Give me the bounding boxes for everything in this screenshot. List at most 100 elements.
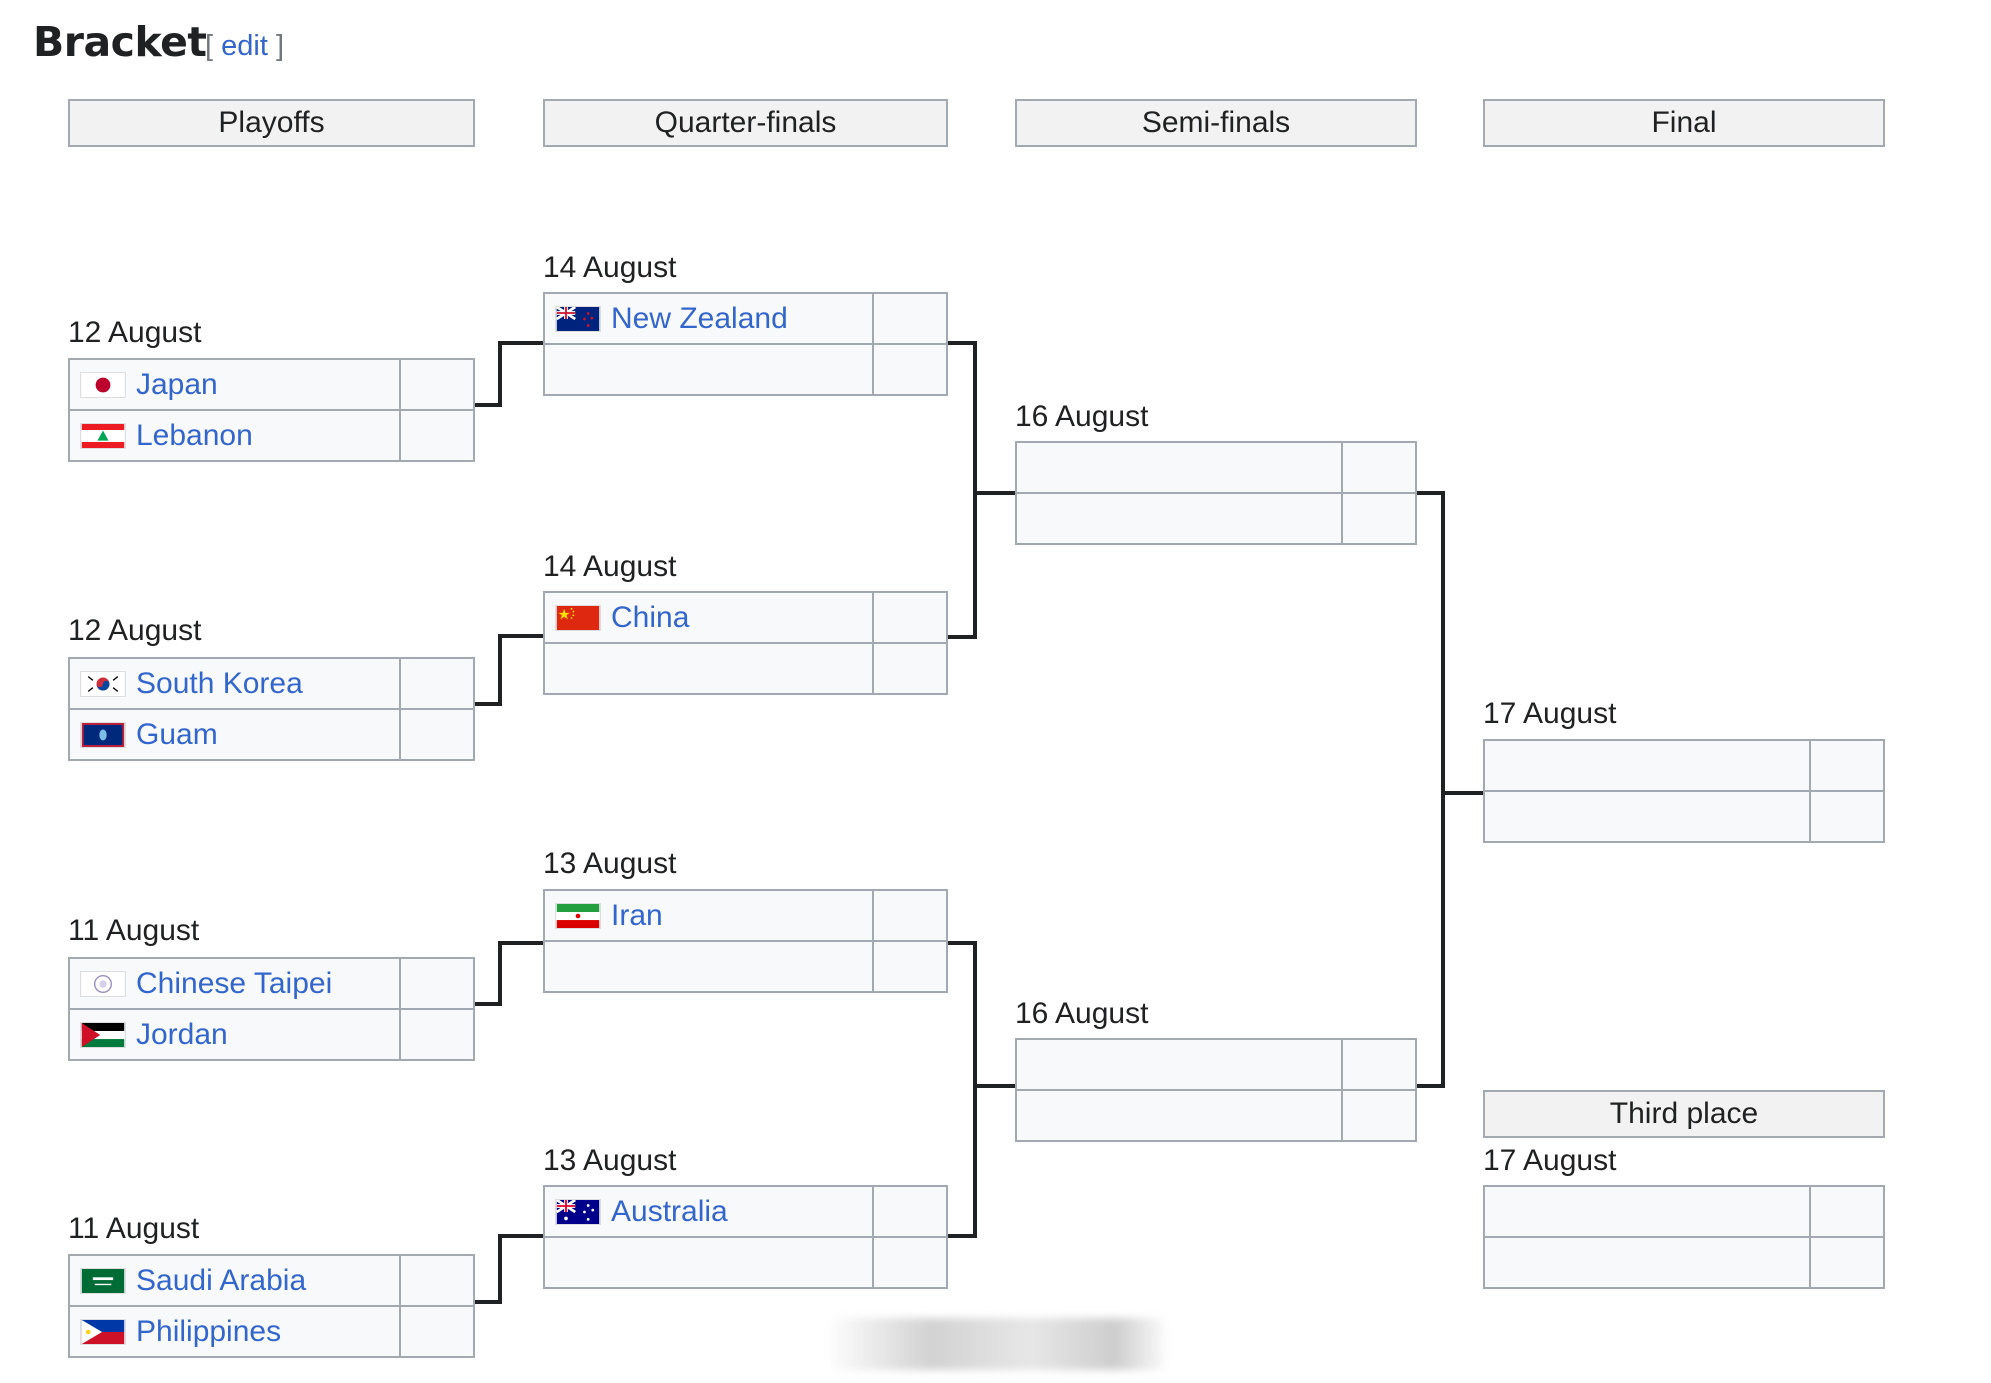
- match-final: [1483, 739, 1885, 843]
- team-row: Chinese Taipei: [70, 959, 473, 1008]
- match-playoff-1: Japan Lebanon: [68, 358, 475, 462]
- team-cell: South Korea: [70, 659, 401, 708]
- edit-link[interactable]: edit: [221, 30, 268, 62]
- team-row: [545, 1236, 946, 1287]
- team-cell: Jordan: [70, 1010, 401, 1059]
- team-link-guam[interactable]: Guam: [136, 717, 218, 751]
- match-date: 11 August: [68, 914, 200, 947]
- team-cell: New Zealand: [545, 294, 874, 343]
- team-row: [1017, 1089, 1415, 1140]
- team-link-south-korea[interactable]: South Korea: [136, 666, 303, 700]
- score-cell: [401, 1307, 473, 1356]
- connector-playoff-4: [475, 1234, 543, 1304]
- score-cell: [1811, 1238, 1883, 1287]
- team-row: Guam: [70, 708, 473, 759]
- team-cell: [545, 942, 874, 991]
- team-link-china[interactable]: China: [611, 600, 690, 634]
- round-header-final: Final: [1483, 99, 1885, 147]
- score-cell: [1343, 494, 1415, 543]
- team-row: [545, 940, 946, 991]
- team-row: New Zealand: [545, 294, 946, 343]
- score-cell: [874, 294, 946, 343]
- round-header-playoffs: Playoffs: [68, 99, 475, 147]
- match-date: 16 August: [1015, 400, 1149, 433]
- team-link-philippines[interactable]: Philippines: [136, 1314, 282, 1348]
- saudi-arabia-flag-icon: [80, 1267, 126, 1294]
- match-date: 13 August: [543, 847, 677, 880]
- score-cell: [401, 1256, 473, 1305]
- score-cell: [874, 593, 946, 642]
- match-quarterfinal-2: China: [543, 591, 948, 695]
- connector-qf-3-4: [948, 941, 977, 1238]
- team-link-lebanon[interactable]: Lebanon: [136, 418, 253, 452]
- team-cell: [1485, 1238, 1811, 1287]
- score-cell: [401, 959, 473, 1008]
- team-cell: [1017, 494, 1343, 543]
- team-row: China: [545, 593, 946, 642]
- connector-sf-1-2: [1417, 491, 1445, 1088]
- match-date: 17 August: [1483, 1144, 1617, 1177]
- connector-qf-1-2: [948, 341, 977, 639]
- team-cell: [545, 345, 874, 394]
- match-playoff-2: South Korea Guam: [68, 657, 475, 761]
- team-row: Lebanon: [70, 409, 473, 460]
- match-third-place: [1483, 1185, 1885, 1289]
- team-cell: Chinese Taipei: [70, 959, 401, 1008]
- team-link-saudi-arabia[interactable]: Saudi Arabia: [136, 1263, 307, 1297]
- match-playoff-4: Saudi Arabia Philippines: [68, 1254, 475, 1358]
- team-link-jordan[interactable]: Jordan: [136, 1017, 228, 1051]
- match-date: 14 August: [543, 251, 677, 284]
- edit-section: [ edit ]: [205, 30, 285, 62]
- team-row: [545, 642, 946, 693]
- team-cell: Lebanon: [70, 411, 401, 460]
- team-cell: China: [545, 593, 874, 642]
- team-link-new-zealand[interactable]: New Zealand: [611, 301, 788, 335]
- team-cell: [545, 1238, 874, 1287]
- score-cell: [874, 345, 946, 394]
- score-cell: [874, 644, 946, 693]
- team-row: Philippines: [70, 1305, 473, 1356]
- team-link-chinese-taipei[interactable]: Chinese Taipei: [136, 966, 333, 1000]
- south-korea-flag-icon: [80, 670, 126, 697]
- score-cell: [1811, 741, 1883, 790]
- score-cell: [874, 942, 946, 991]
- match-date: 16 August: [1015, 997, 1149, 1030]
- score-cell: [874, 1187, 946, 1236]
- team-link-australia[interactable]: Australia: [611, 1194, 728, 1228]
- score-cell: [401, 659, 473, 708]
- score-cell: [401, 710, 473, 759]
- score-cell: [874, 1238, 946, 1287]
- team-row: [545, 343, 946, 394]
- jordan-flag-icon: [80, 1021, 126, 1048]
- japan-flag-icon: [80, 371, 126, 398]
- team-row: Jordan: [70, 1008, 473, 1059]
- team-cell: [1485, 1187, 1811, 1236]
- guam-flag-icon: [80, 721, 126, 748]
- team-cell: [1485, 741, 1811, 790]
- new-zealand-flag-icon: [555, 305, 601, 332]
- team-cell: [1017, 1091, 1343, 1140]
- team-link-iran[interactable]: Iran: [611, 898, 663, 932]
- match-playoff-3: Chinese Taipei Jordan: [68, 957, 475, 1061]
- team-cell: [1017, 1040, 1343, 1089]
- score-cell: [1811, 1187, 1883, 1236]
- lebanon-flag-icon: [80, 422, 126, 449]
- team-cell: Saudi Arabia: [70, 1256, 401, 1305]
- match-semifinal-2: [1015, 1038, 1417, 1142]
- team-cell: [1017, 443, 1343, 492]
- score-cell: [1811, 792, 1883, 841]
- match-quarterfinal-4: Australia: [543, 1185, 948, 1289]
- blurred-watermark: [830, 1318, 1165, 1370]
- match-date: 11 August: [68, 1212, 200, 1245]
- connector-playoff-1: [475, 341, 543, 407]
- score-cell: [1343, 1040, 1415, 1089]
- score-cell: [874, 891, 946, 940]
- chinese-taipei-flag-icon: [80, 970, 126, 997]
- match-date: 14 August: [543, 550, 677, 583]
- team-link-japan[interactable]: Japan: [136, 367, 218, 401]
- team-row: [1485, 741, 1883, 790]
- match-date: 13 August: [543, 1144, 677, 1177]
- australia-flag-icon: [555, 1198, 601, 1225]
- score-cell: [1343, 443, 1415, 492]
